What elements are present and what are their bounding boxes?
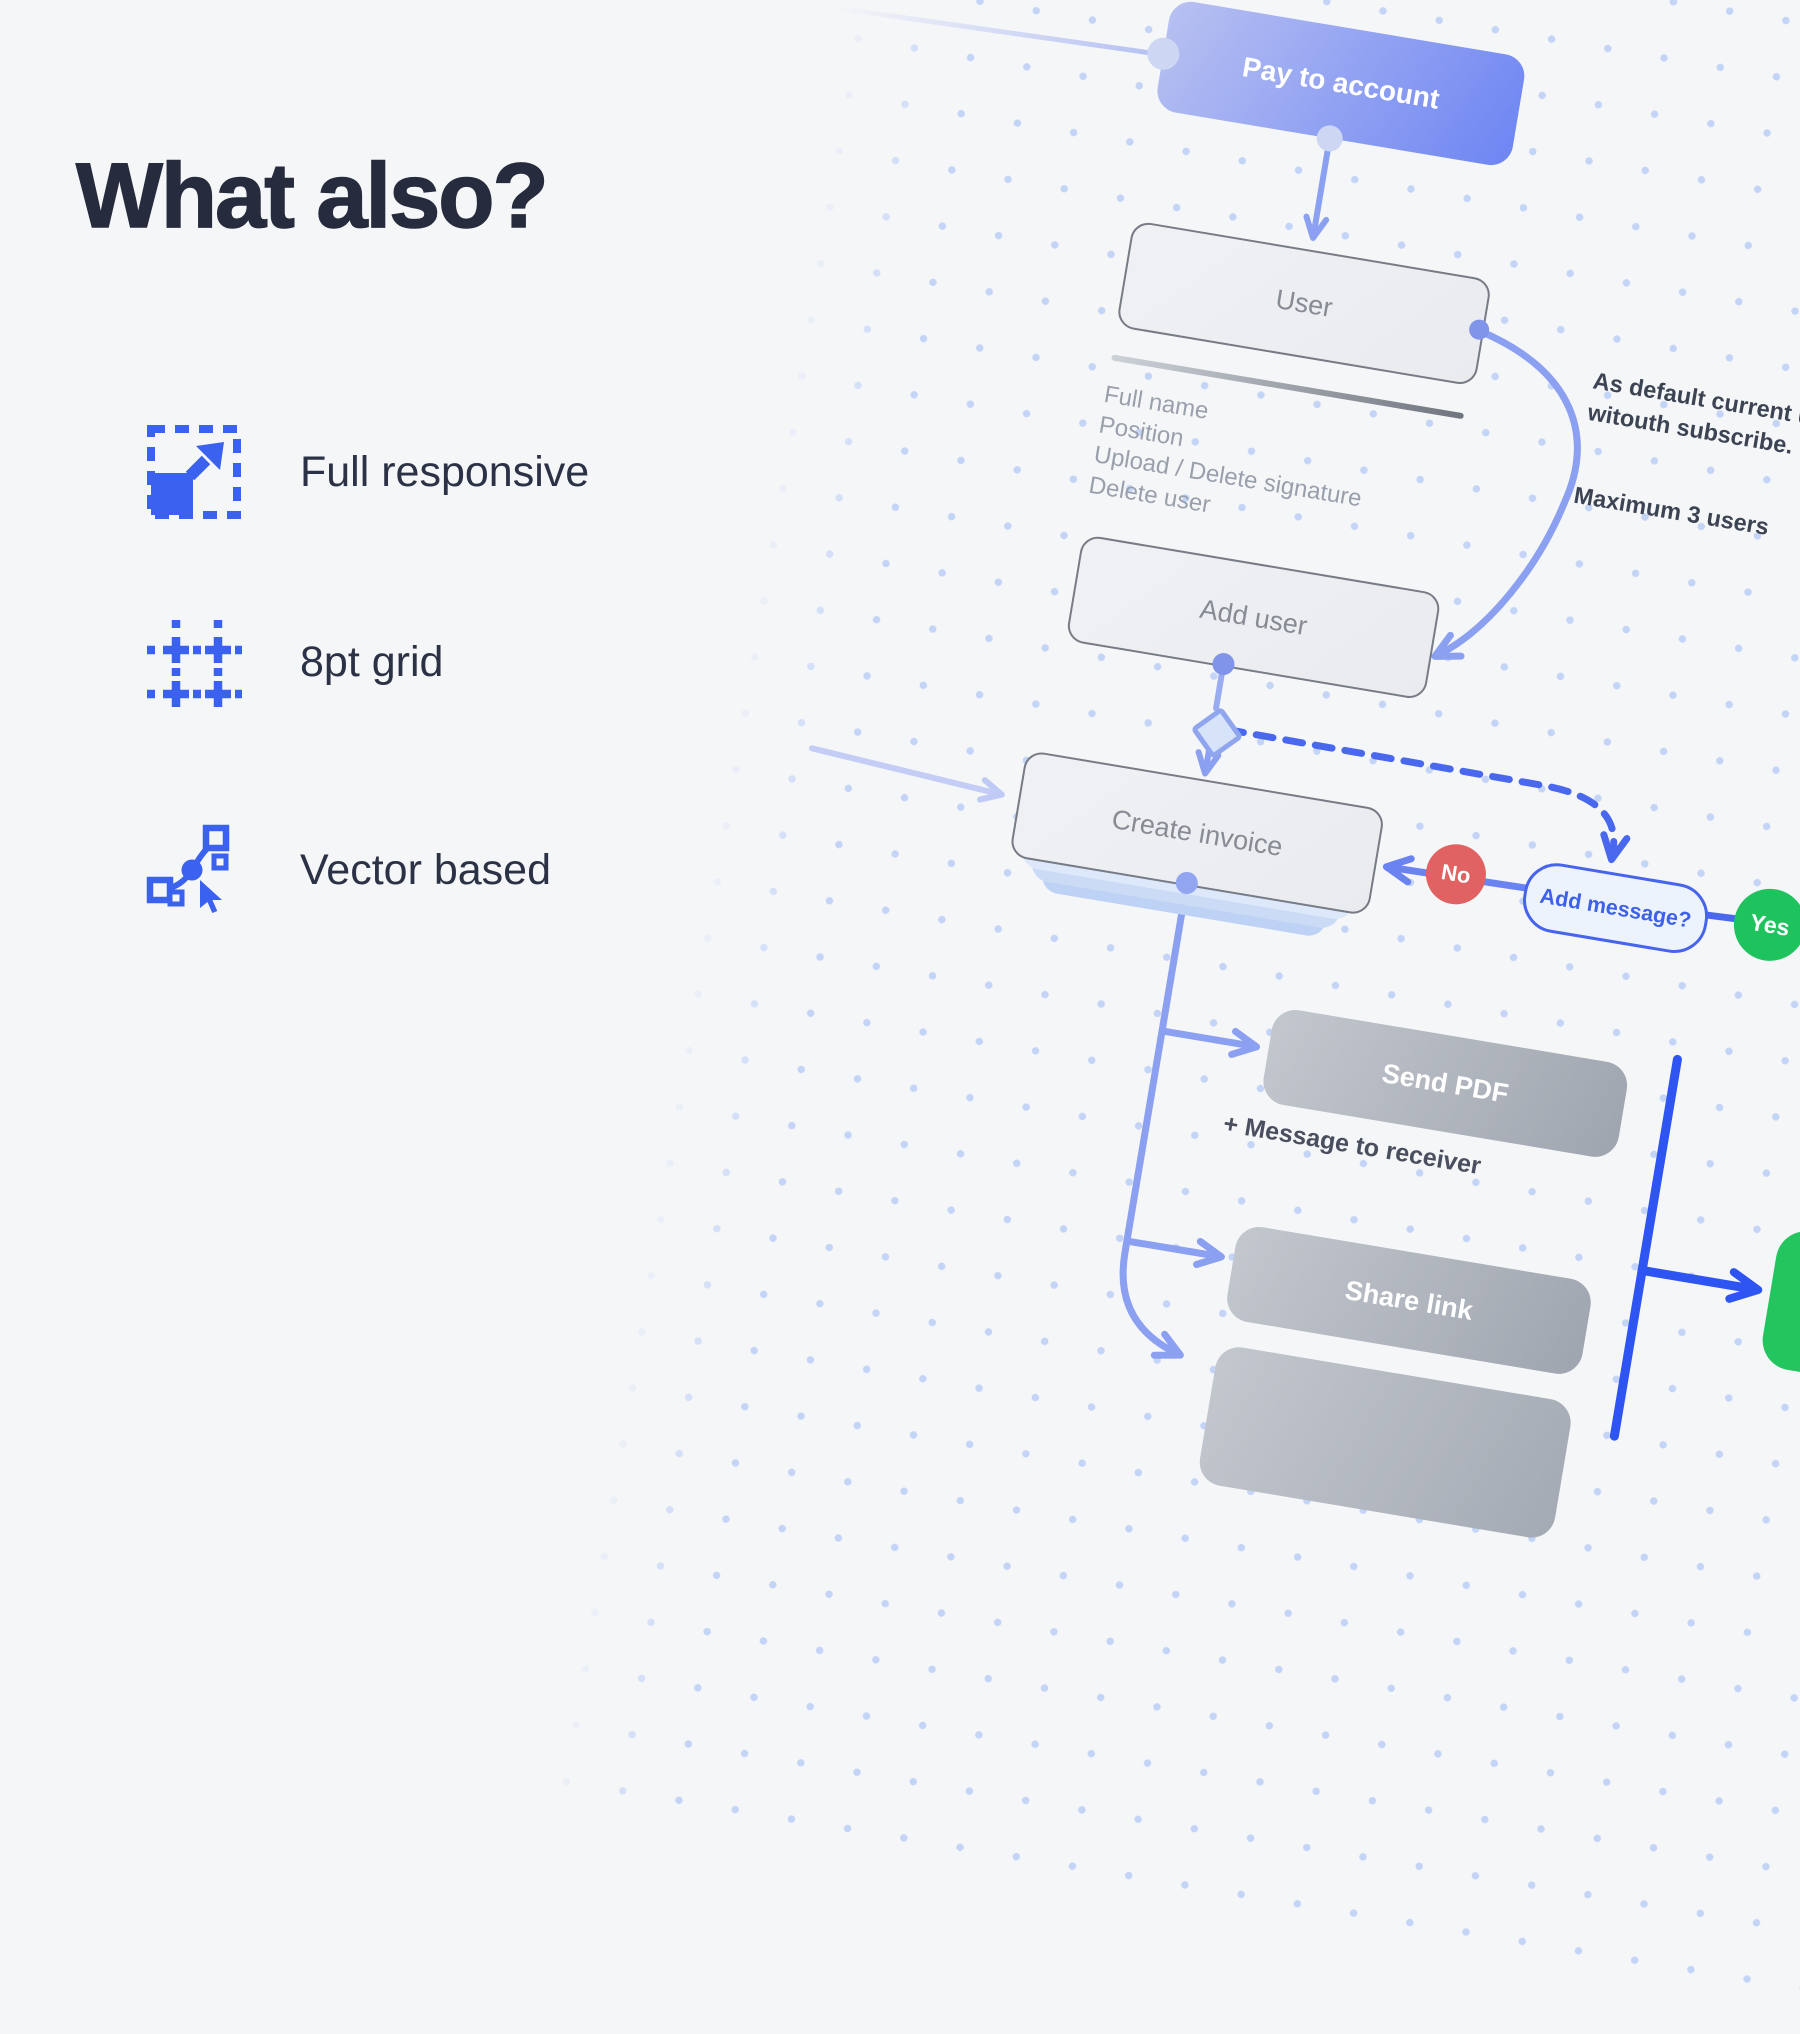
vector-icon (146, 824, 230, 913)
feature-full-responsive: Full responsive (146, 424, 589, 520)
page-title: What also? (75, 145, 549, 248)
arrow-branch-sendpdf (1161, 1027, 1261, 1058)
intro-panel: What also? Full responsive 8pt grid (0, 0, 760, 1360)
dashed-diamond-to-pill (1223, 725, 1631, 864)
arrow-branch-sharelink (1126, 1237, 1225, 1269)
arrow-left-into-create (808, 745, 1005, 803)
curve-user-to-adduser (1431, 327, 1581, 660)
line-into-pay (829, 5, 1166, 58)
dark-vertical-line (1609, 1054, 1682, 1441)
feature-label: Full responsive (300, 447, 590, 496)
dark-arrow-to-green (1637, 1265, 1763, 1303)
grid-icon (147, 620, 242, 707)
feature-label: Vector based (300, 845, 552, 894)
feature-vector-based: Vector based (146, 822, 551, 918)
feature-8pt-grid: 8pt grid (146, 614, 443, 710)
arrow-pay-to-user (1303, 138, 1333, 241)
responsive-icon (147, 425, 241, 519)
feature-label: 8pt grid (300, 637, 444, 686)
line-create-branch-main (1119, 883, 1190, 1359)
